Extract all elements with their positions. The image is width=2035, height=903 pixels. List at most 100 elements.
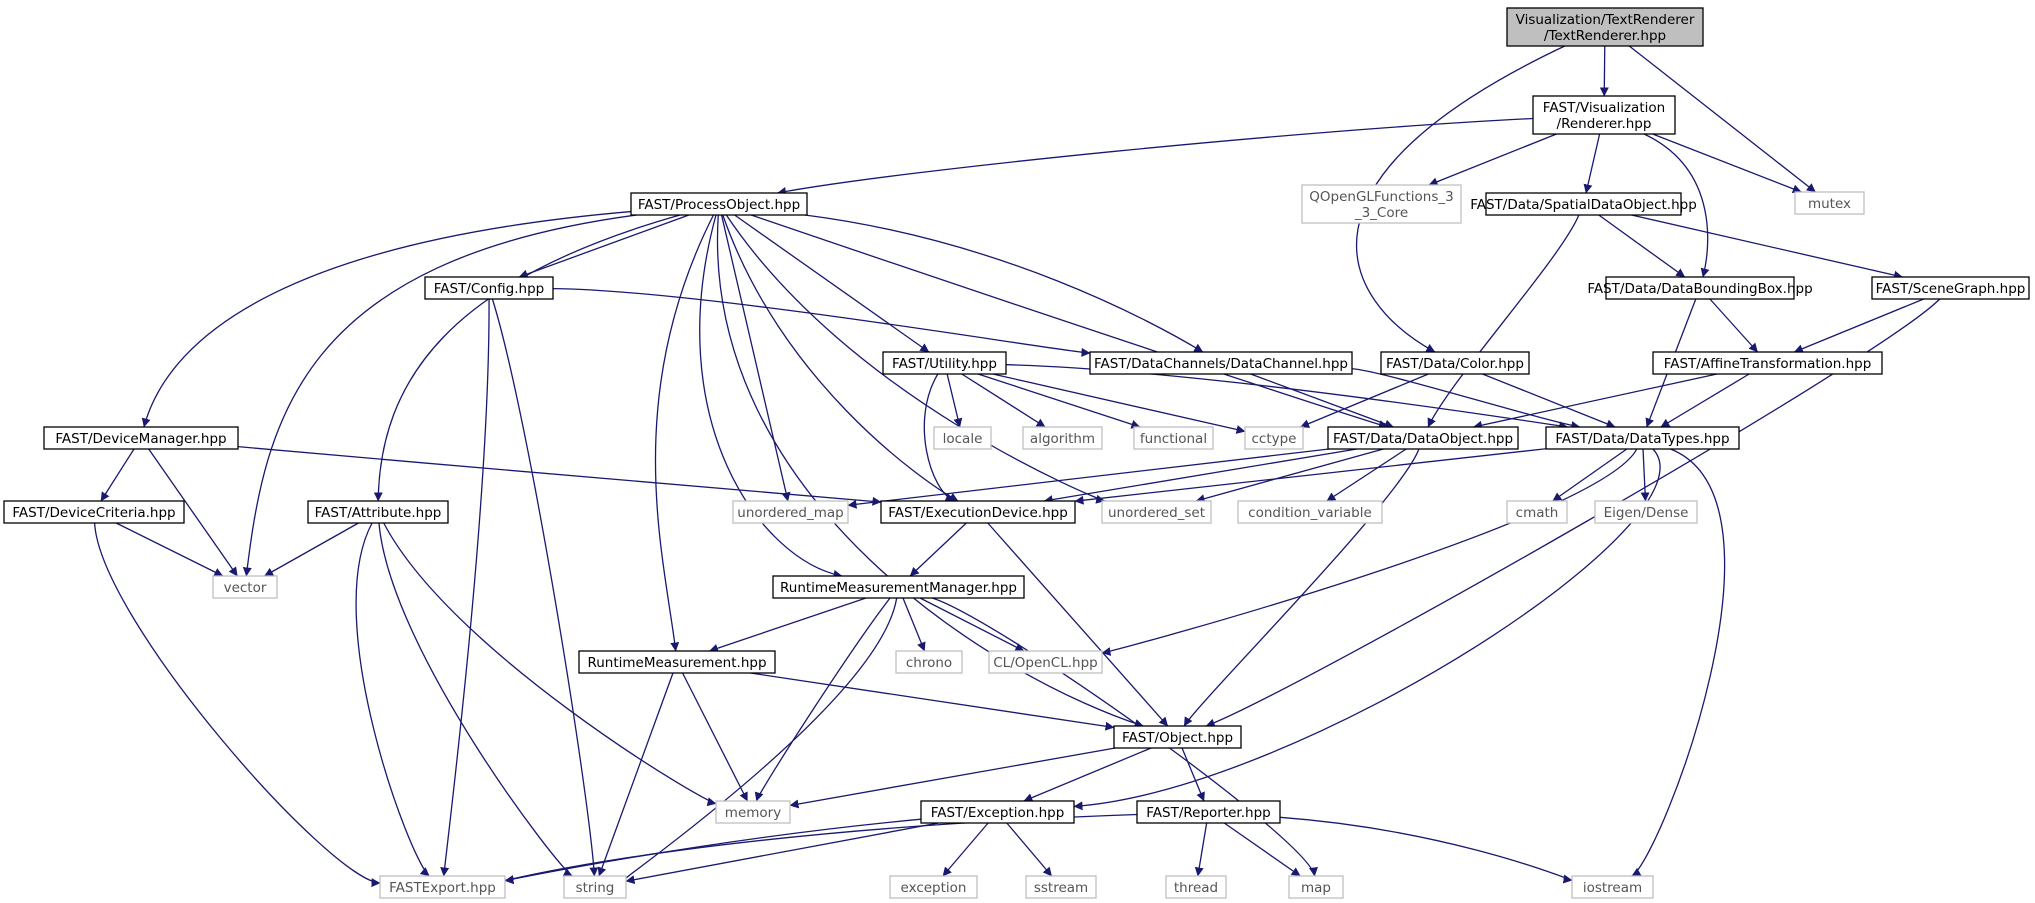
edge-root-to-mutex xyxy=(1628,45,1816,193)
edge-executiondevice-to-object xyxy=(987,522,1169,727)
node-label: /Renderer.hpp xyxy=(1557,116,1652,132)
node-unordered_map: unordered_map xyxy=(732,500,849,524)
node-map: map xyxy=(1288,875,1344,899)
node-color[interactable]: FAST/Data/Color.hpp xyxy=(1380,351,1530,375)
edge-dataobject-to-executiondevice xyxy=(1043,448,1357,505)
edge-rtmm-to-chrono xyxy=(902,597,926,652)
edge-rtm-to-object xyxy=(750,672,1115,731)
node-box xyxy=(1101,500,1212,524)
node-box xyxy=(1545,426,1740,450)
node-label: _3_Core xyxy=(1354,205,1408,221)
node-label: map xyxy=(1301,880,1331,896)
edge-dataobject-to-condition_variable xyxy=(1326,448,1407,502)
node-locale: locale xyxy=(933,426,992,450)
node-attribute[interactable]: FAST/Attribute.hpp xyxy=(307,500,449,524)
edge-renderer-to-qopengl xyxy=(1428,133,1557,187)
node-label: functional xyxy=(1140,431,1207,447)
edge-reporter-to-map xyxy=(1223,822,1301,877)
node-box xyxy=(630,192,808,216)
edge-processobject-to-utility xyxy=(734,214,930,353)
edge-renderer-to-mutex xyxy=(1652,133,1802,194)
node-box xyxy=(1244,426,1304,450)
node-box xyxy=(1133,426,1214,450)
node-box xyxy=(1025,875,1097,899)
node-box xyxy=(1089,351,1353,375)
node-box xyxy=(1485,192,1682,216)
edge-utility-to-executiondevice xyxy=(923,373,955,502)
node-label: RuntimeMeasurement.hpp xyxy=(587,655,766,671)
edge-scenegraph-to-object xyxy=(1205,298,1941,728)
node-rtm[interactable]: RuntimeMeasurement.hpp xyxy=(578,650,776,674)
edge-color-to-datatypes xyxy=(1482,373,1616,429)
node-box xyxy=(895,650,963,674)
edge-utility-to-locale xyxy=(946,373,963,428)
node-label: FAST/Attribute.hpp xyxy=(315,505,442,521)
node-box xyxy=(715,800,791,824)
edge-renderer-to-databoundingbox xyxy=(1643,133,1710,278)
edge-root-to-color xyxy=(1355,45,1566,353)
edge-dataobject-to-unordered_set xyxy=(1195,448,1384,504)
node-box xyxy=(1165,875,1227,899)
node-databoundingbox[interactable]: FAST/Data/DataBoundingBox.hpp xyxy=(1587,276,1813,300)
edge-object-to-memory xyxy=(789,747,1116,809)
edge-reporter-to-fastexport xyxy=(504,813,1138,885)
node-renderer[interactable]: FAST/Visualization/Renderer.hpp xyxy=(1532,95,1676,135)
edge-spatialdataobject-to-dataobject xyxy=(1427,214,1580,428)
node-box xyxy=(732,500,849,524)
node-box xyxy=(424,276,554,300)
node-box xyxy=(880,500,1076,524)
node-root[interactable]: Visualization/TextRenderer/TextRenderer.… xyxy=(1506,7,1704,47)
node-box xyxy=(1301,184,1462,224)
edge-rtmm-to-opencl xyxy=(919,597,1025,652)
node-condition_variable: condition_variable xyxy=(1237,500,1383,524)
edge-root-to-renderer xyxy=(1599,45,1609,97)
node-devicecriteria[interactable]: FAST/DeviceCriteria.hpp xyxy=(3,500,185,524)
node-label: thread xyxy=(1174,880,1218,896)
node-opencl: CL/OpenCL.hpp xyxy=(988,650,1103,674)
node-processobject[interactable]: FAST/ProcessObject.hpp xyxy=(630,192,808,216)
node-label: CL/OpenCL.hpp xyxy=(993,655,1098,671)
edge-datatypes-to-executiondevice xyxy=(1074,448,1547,505)
node-dataobject[interactable]: FAST/Data/DataObject.hpp xyxy=(1327,426,1519,450)
edge-processobject-to-unordered_map xyxy=(720,214,791,502)
node-executiondevice[interactable]: FAST/ExecutionDevice.hpp xyxy=(880,500,1076,524)
node-box xyxy=(563,875,627,899)
node-label: FAST/Data/SpatialDataObject.hpp xyxy=(1470,197,1697,213)
node-datachannel[interactable]: FAST/DataChannels/DataChannel.hpp xyxy=(1089,351,1353,375)
node-reporter[interactable]: FAST/Reporter.hpp xyxy=(1136,800,1281,824)
node-rtmm[interactable]: RuntimeMeasurementManager.hpp xyxy=(772,575,1025,599)
edge-attribute-to-memory xyxy=(383,522,717,807)
edge-processobject-to-datachannel xyxy=(804,214,1204,353)
node-datatypes[interactable]: FAST/Data/DataTypes.hpp xyxy=(1545,426,1740,450)
node-exception_hpp[interactable]: FAST/Exception.hpp xyxy=(920,800,1075,824)
node-affine[interactable]: FAST/AffineTransformation.hpp xyxy=(1652,351,1883,375)
node-box xyxy=(1605,276,1795,300)
node-label: string xyxy=(576,880,615,896)
node-eigen: Eigen/Dense xyxy=(1594,500,1698,524)
edge-exception_hpp-to-exception xyxy=(942,822,989,877)
node-config[interactable]: FAST/Config.hpp xyxy=(424,276,554,300)
node-object[interactable]: FAST/Object.hpp xyxy=(1113,725,1242,749)
node-devicemanager[interactable]: FAST/DeviceManager.hpp xyxy=(43,426,239,450)
edge-processobject-to-object xyxy=(716,214,1144,728)
node-unordered_set: unordered_set xyxy=(1101,500,1212,524)
node-box xyxy=(1652,351,1883,375)
edge-processobject-to-dataobject xyxy=(750,214,1388,429)
edge-rtm-to-string xyxy=(597,672,674,877)
node-spatialdataobject[interactable]: FAST/Data/SpatialDataObject.hpp xyxy=(1470,192,1697,216)
node-box xyxy=(3,500,185,524)
nodes: Visualization/TextRenderer/TextRenderer.… xyxy=(3,7,2030,899)
node-utility[interactable]: FAST/Utility.hpp xyxy=(882,351,1007,375)
node-scenegraph[interactable]: FAST/SceneGraph.hpp xyxy=(1871,276,2030,300)
node-box xyxy=(1288,875,1344,899)
edge-processobject-to-devicemanager xyxy=(141,210,632,428)
node-label: FAST/Data/DataBoundingBox.hpp xyxy=(1587,281,1812,297)
edge-attribute-to-vector xyxy=(264,522,359,577)
node-cctype: cctype xyxy=(1244,426,1304,450)
node-label: Visualization/TextRenderer xyxy=(1516,12,1695,28)
node-box xyxy=(212,575,278,599)
node-box xyxy=(578,650,776,674)
node-label: RuntimeMeasurementManager.hpp xyxy=(780,580,1017,596)
edge-reporter-to-iostream xyxy=(1279,816,1573,884)
edge-object-to-reporter xyxy=(1181,747,1205,802)
